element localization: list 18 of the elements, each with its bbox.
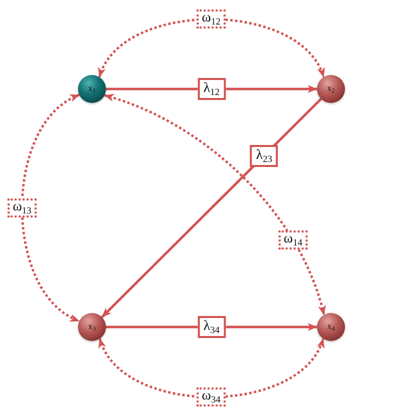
sphere-node	[317, 313, 345, 341]
node-label: x$_{2}$	[327, 84, 335, 94]
dotted-curved-double-arrow	[20, 94, 80, 322]
node-label: x$_{1}$	[88, 84, 96, 94]
dotted-curved-double-arrow	[98, 18, 325, 78]
edge-label: ω$_{14}$	[278, 230, 308, 250]
edge-label: ω$_{13}$	[8, 198, 36, 218]
sphere-node	[317, 75, 345, 103]
edge-label: λ$_{12}$	[197, 78, 226, 100]
edge-label: λ$_{34}$	[197, 316, 226, 338]
edge-label: ω$_{12}$	[196, 10, 226, 29]
dotted-curved-double-arrow	[98, 338, 324, 398]
sphere-node	[78, 313, 106, 341]
node-label: x$_{3}$	[88, 322, 96, 332]
node-label: x$_{4}$	[327, 322, 335, 332]
edge-label: λ$_{23}$	[250, 144, 278, 167]
edge-label: ω$_{34}$	[196, 388, 226, 407]
sphere-node	[78, 75, 106, 103]
